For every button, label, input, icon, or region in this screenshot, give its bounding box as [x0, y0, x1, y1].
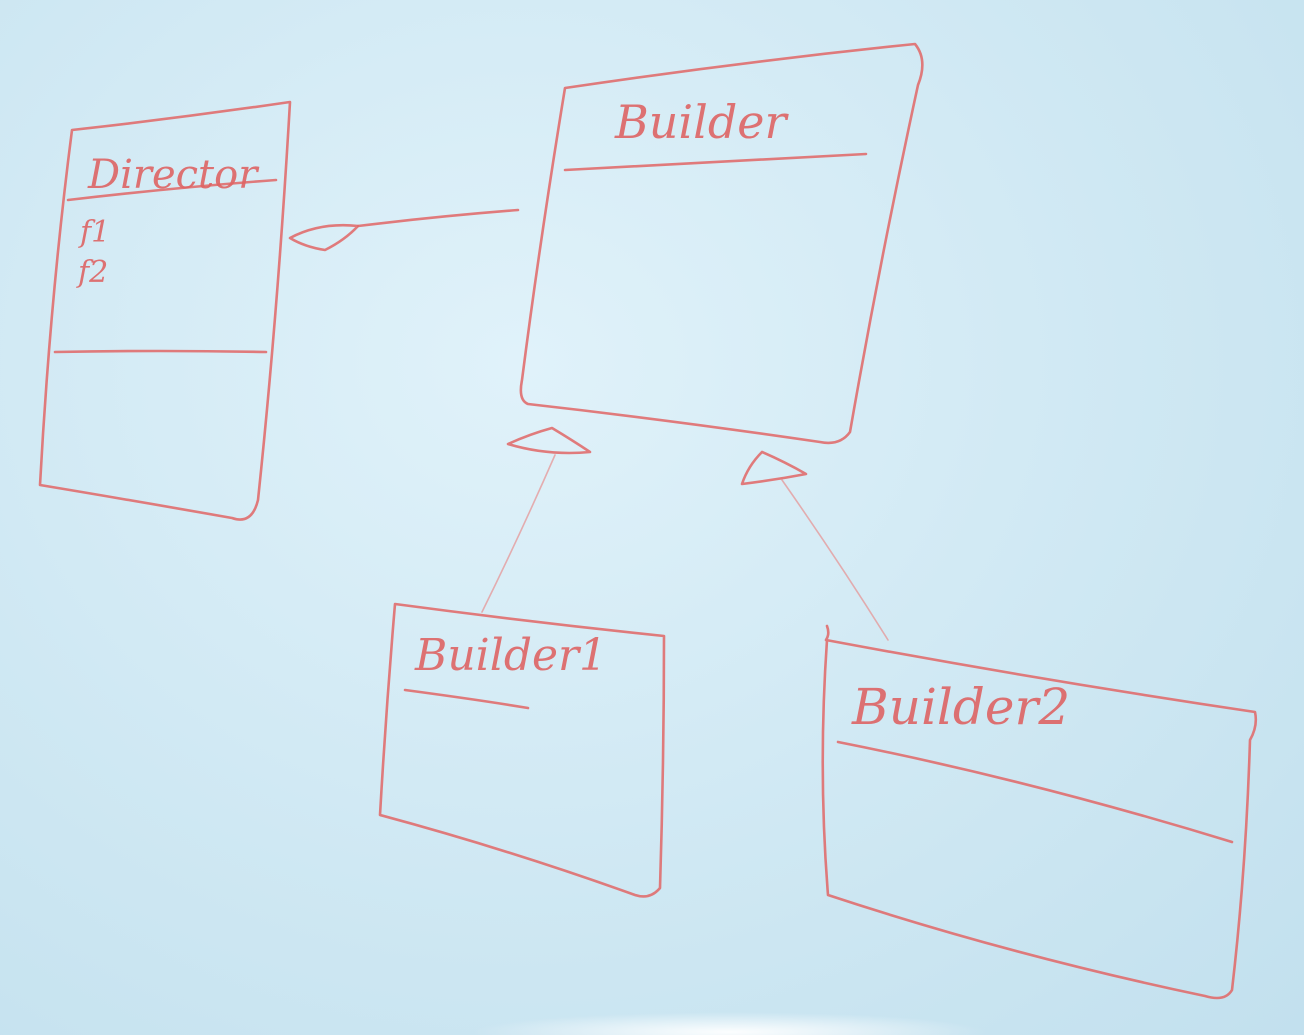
inheritance-line-builder2	[781, 479, 889, 641]
builder-box-outline	[519, 42, 924, 445]
builder2-box-outline	[821, 624, 1258, 1000]
builder1-class: Builder1	[378, 602, 666, 898]
director-attributes-divider	[53, 349, 268, 354]
director-class-name: Director	[87, 152, 260, 198]
director-box-outline	[38, 100, 292, 521]
builder2-class-name: Builder2	[851, 678, 1070, 736]
director-attribute-f2: f2	[76, 255, 108, 290]
aggregation-relation	[288, 208, 520, 252]
inheritance-arrowhead-builder1	[506, 426, 592, 455]
builder1-box-outline	[378, 602, 666, 898]
builder2-class: Builder2	[821, 624, 1258, 1000]
aggregation-diamond	[288, 223, 360, 252]
director-class: Director f1 f2	[38, 100, 292, 521]
builder-class: Builder	[519, 42, 924, 445]
inheritance-relation-builder1	[481, 426, 592, 613]
builder2-name-divider	[836, 740, 1234, 844]
inheritance-arrowhead-builder2	[740, 450, 808, 486]
director-name-divider	[66, 178, 278, 202]
builder-class-name: Builder	[614, 95, 790, 149]
builder1-class-name: Builder1	[414, 630, 607, 681]
inheritance-relation-builder2	[740, 450, 889, 641]
light-glare	[470, 1012, 990, 1035]
builder-name-divider	[563, 152, 868, 172]
director-attribute-f1: f1	[78, 215, 110, 250]
inheritance-line-builder1	[481, 454, 556, 613]
builder1-name-divider	[403, 688, 530, 710]
aggregation-line	[356, 208, 520, 228]
